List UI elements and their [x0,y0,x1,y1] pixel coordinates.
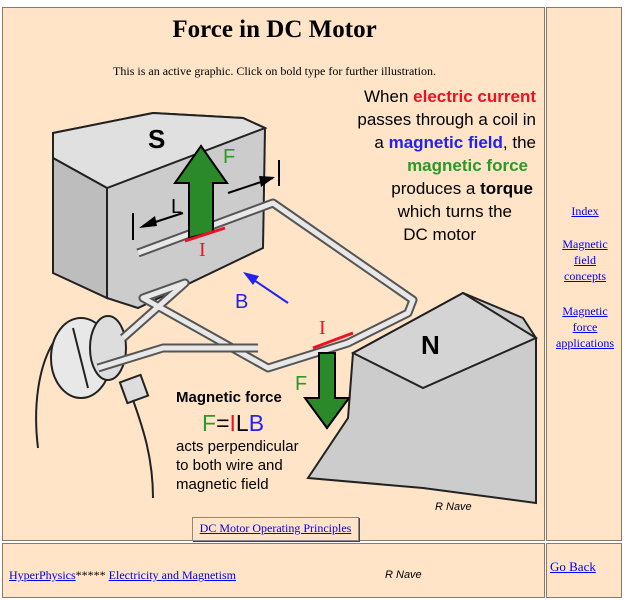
footer-credit: R Nave [385,569,422,581]
current-label-top: I [199,239,206,261]
length-indicator [132,160,280,240]
desc-line-5: produces a torque [391,177,533,200]
main-panel: Force in DC Motor This is an active grap… [2,7,545,541]
desc-text: , the [502,133,536,152]
sidebar-item-field-concepts[interactable]: Magnetic field concepts [547,236,623,284]
force-desc-line: to both wire and [176,457,283,474]
desc-line-7: DC motor [403,225,476,244]
desc-text: a [374,133,389,152]
electricity-magnetism-link[interactable]: Electricity and Magnetism [108,568,236,582]
index-link[interactable]: Index [571,204,599,218]
desc-line-2: passes through a coil in [357,110,536,129]
go-back-link[interactable]: Go Back [550,559,596,574]
desc-line-4: magnetic force [407,154,528,177]
page-subtitle: This is an active graphic. Click on bold… [113,64,436,78]
page-title: Force in DC Motor [172,16,377,43]
dc-principles-button[interactable]: DC Motor Operating Principles [192,517,359,541]
sidebar-item-force-applications[interactable]: Magnetic force applications [547,303,623,351]
current-arrow-top [184,226,226,243]
field-arrow [243,272,289,304]
eq-b: B [248,410,265,436]
desc-line-3: a magnetic field, the [374,131,536,154]
footer-stars: ***** [75,568,106,582]
desc-text: produces a [391,179,481,198]
diagram-credit: R Nave [435,501,472,513]
torque-link[interactable]: torque [480,179,533,198]
eq-f: F [202,410,217,436]
field-label: B [235,291,248,313]
commutator [35,315,154,499]
force-label-top: F [223,146,235,168]
motor-diagram: L F I B I F S N R Nave [35,111,539,513]
magnetic-force-heading[interactable]: Magnetic force [176,389,282,406]
south-label: S [148,124,165,154]
north-magnet [306,291,539,505]
sidebar: Index Magnetic field concepts Magnetic f… [546,7,622,541]
footer: HyperPhysics***** Electricity and Magnet… [2,543,545,598]
force-arrow-down [303,352,351,430]
go-back-container: Go Back [550,559,596,575]
desc-line-1: When electric current [364,85,536,108]
eq-l: L [235,410,249,436]
desc-line-6: which turns the [397,202,512,221]
force-label-bottom: F [295,373,307,395]
length-label: L [171,196,182,218]
current-label-bottom: I [319,317,326,339]
eq-i: I [229,410,236,436]
field-concepts-link[interactable]: Magnetic field concepts [562,237,608,283]
force-equation: F=ILB [202,410,264,437]
dc-principles-link[interactable]: DC Motor Operating Principles [199,521,352,535]
eq-equals: = [216,410,230,436]
force-desc-line: acts perpendicular [176,438,299,455]
force-desc-line: magnetic field [176,476,269,493]
footer-sidebar: Go Back [546,543,622,598]
footer-nav: HyperPhysics***** Electricity and Magnet… [9,568,236,583]
electric-current-link[interactable]: electric current [413,87,536,106]
magnetic-force-link[interactable]: magnetic force [407,156,528,175]
force-description: acts perpendicular to both wire and magn… [176,437,299,494]
force-arrow-up [173,144,229,240]
coil [96,198,418,373]
sidebar-item-index[interactable]: Index [547,203,623,219]
hyperphysics-link[interactable]: HyperPhysics [9,568,76,582]
magnetic-field-link[interactable]: magnetic field [388,133,503,152]
force-applications-link[interactable]: Magnetic force applications [556,304,614,350]
north-label: N [421,330,440,360]
desc-text: When [364,87,414,106]
current-arrow-bottom [312,331,354,350]
